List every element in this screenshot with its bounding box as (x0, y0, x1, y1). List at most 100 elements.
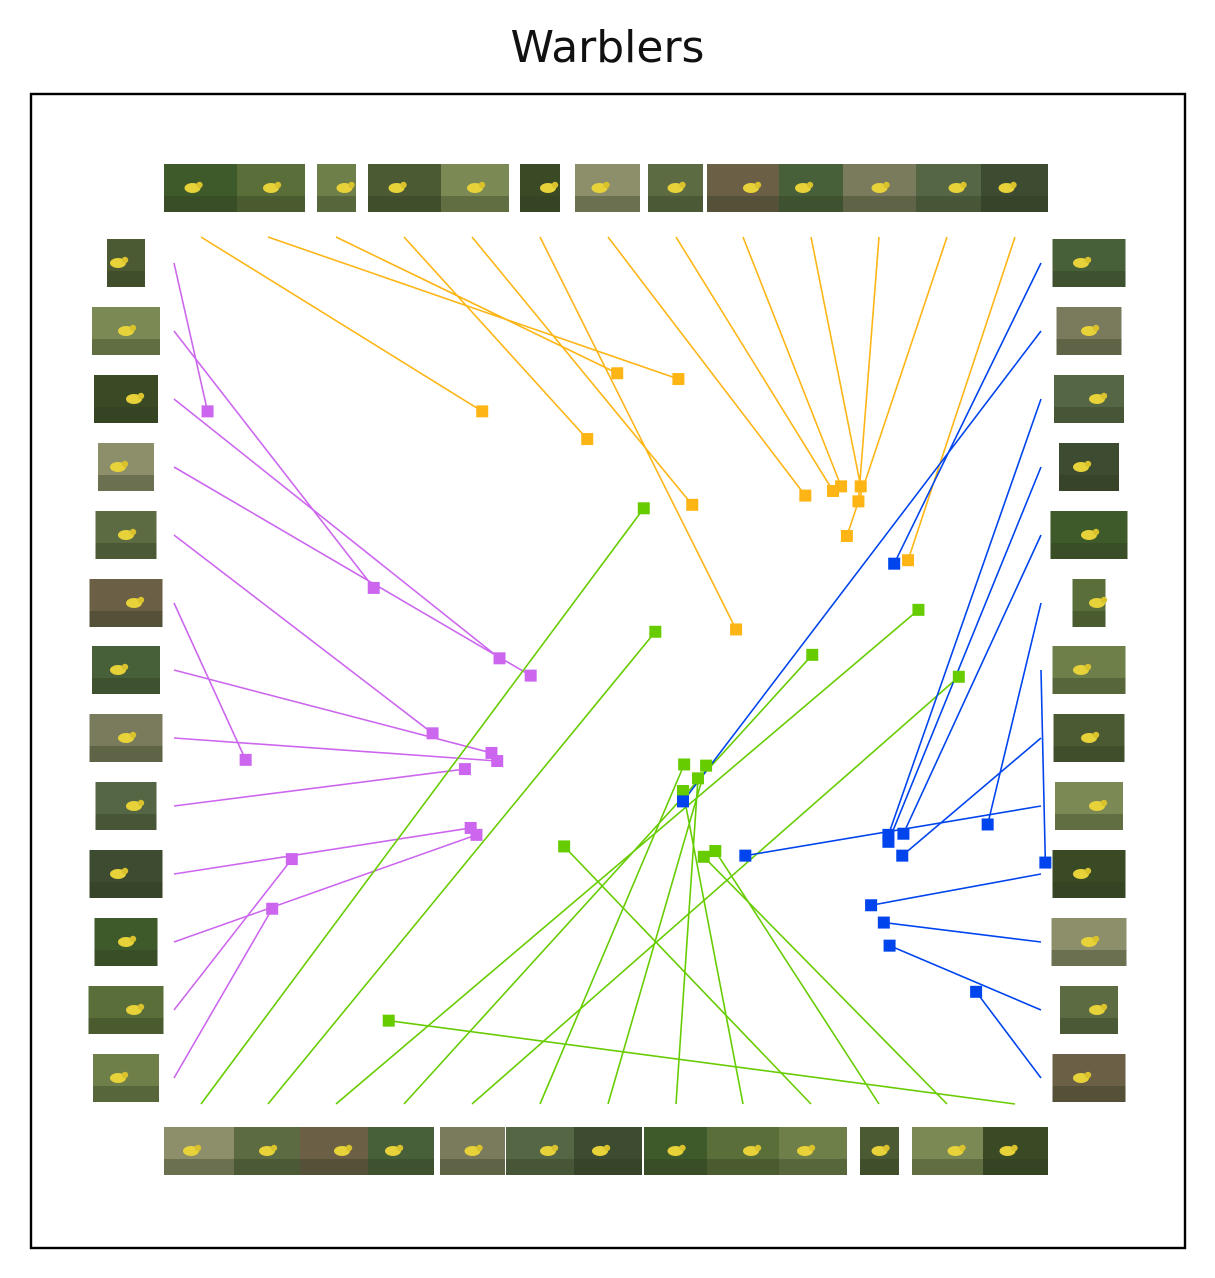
leader-line (471, 676, 960, 1105)
bird-photo-thumbnail (1055, 782, 1123, 830)
leader-line (889, 944, 1042, 1011)
leader-line (173, 737, 498, 762)
leader-line (883, 921, 1042, 943)
data-point (367, 581, 380, 594)
leader-line (870, 873, 1042, 907)
data-point (581, 433, 594, 446)
bird-photo-thumbnail (707, 164, 779, 212)
leader-line (682, 330, 1042, 802)
data-point (709, 845, 722, 858)
bird-photo-thumbnail (95, 782, 157, 830)
data-point (493, 652, 506, 665)
leader-line (907, 236, 1016, 561)
leader-line (173, 262, 209, 412)
bird-photo-thumbnail (92, 307, 160, 355)
data-point (677, 795, 690, 808)
data-point (470, 828, 483, 841)
data-point (476, 405, 489, 418)
data-point (897, 827, 910, 840)
leader-line (563, 845, 812, 1105)
leader-line (887, 466, 1042, 843)
bird-photo-thumbnail (1052, 850, 1126, 898)
bird-photo-thumbnail (707, 1127, 779, 1175)
bird-photo-thumbnail (234, 1127, 300, 1175)
leader-line (607, 236, 806, 497)
bird-photo-thumbnail (1052, 1054, 1126, 1102)
data-point (700, 759, 713, 772)
leader-line (173, 398, 501, 659)
leader-line (703, 856, 948, 1105)
bird-photo-thumbnail (237, 164, 305, 212)
bird-photo-thumbnail (574, 1127, 642, 1175)
data-point (678, 758, 691, 771)
bird-photo-thumbnail (368, 164, 441, 212)
data-point (649, 625, 662, 638)
leader-line (200, 507, 645, 1105)
data-point (883, 939, 896, 952)
bird-photo-thumbnail (89, 579, 163, 627)
leader-line (403, 236, 588, 440)
data-point (840, 529, 853, 542)
bird-photo-thumbnail (1056, 307, 1122, 355)
bird-photo-thumbnail (98, 443, 154, 491)
data-point (201, 405, 214, 418)
data-point (558, 840, 571, 853)
data-point (981, 818, 994, 831)
data-point (912, 603, 925, 616)
bird-photo-thumbnail (1051, 918, 1127, 966)
bird-photo-thumbnail (88, 986, 164, 1034)
leader-line (173, 669, 492, 754)
bird-photo-thumbnail (1054, 375, 1124, 423)
bird-photo-thumbnail (1050, 511, 1128, 559)
bird-photo-thumbnail (441, 164, 509, 212)
data-point (491, 755, 504, 768)
bird-photo-thumbnail (89, 850, 163, 898)
leader-line (267, 236, 679, 380)
bird-photo-thumbnail (300, 1127, 368, 1175)
leader-line (975, 991, 1042, 1079)
bird-photo-thumbnail (644, 1127, 707, 1175)
data-point (835, 480, 848, 493)
data-point (896, 849, 909, 862)
leader-line (173, 858, 293, 1011)
leader-line (173, 534, 434, 734)
leader-line (901, 737, 1042, 857)
leader-line (335, 236, 618, 374)
leader-line (173, 834, 477, 943)
data-point (799, 489, 812, 502)
leader-line (200, 236, 483, 413)
leader-line (986, 602, 1042, 825)
bird-photo-thumbnail (317, 164, 356, 212)
data-point (677, 785, 690, 798)
bird-photo-thumbnail (1072, 579, 1108, 627)
bird-photo-thumbnail (1052, 239, 1126, 287)
leader-line (902, 534, 1042, 835)
leader-line (857, 236, 880, 502)
bird-photo-thumbnail (575, 164, 640, 212)
leader-line (539, 236, 737, 630)
bird-photo-thumbnail (860, 1127, 899, 1175)
bird-photo-thumbnail (981, 164, 1048, 212)
bird-photo-thumbnail (843, 164, 916, 212)
leader-line (539, 764, 685, 1105)
leader-line (173, 330, 375, 589)
bird-photo-thumbnail (93, 1054, 159, 1102)
bird-photo-thumbnail (92, 646, 160, 694)
bird-photo-thumbnail (164, 1127, 234, 1175)
leader-line (403, 654, 813, 1105)
data-point (902, 554, 915, 567)
leader-line (173, 827, 471, 875)
bird-photo-thumbnail (983, 1127, 1048, 1175)
bird-photo-thumbnail (779, 164, 843, 212)
data-point (637, 502, 650, 515)
data-point (426, 727, 439, 740)
bird-photo-thumbnail (440, 1127, 505, 1175)
leader-line (335, 609, 919, 1105)
data-point (730, 623, 743, 636)
data-point (882, 835, 895, 848)
bird-photo-thumbnail (779, 1127, 847, 1175)
data-point (970, 985, 983, 998)
data-point (686, 498, 699, 511)
leader-line (887, 398, 1042, 836)
